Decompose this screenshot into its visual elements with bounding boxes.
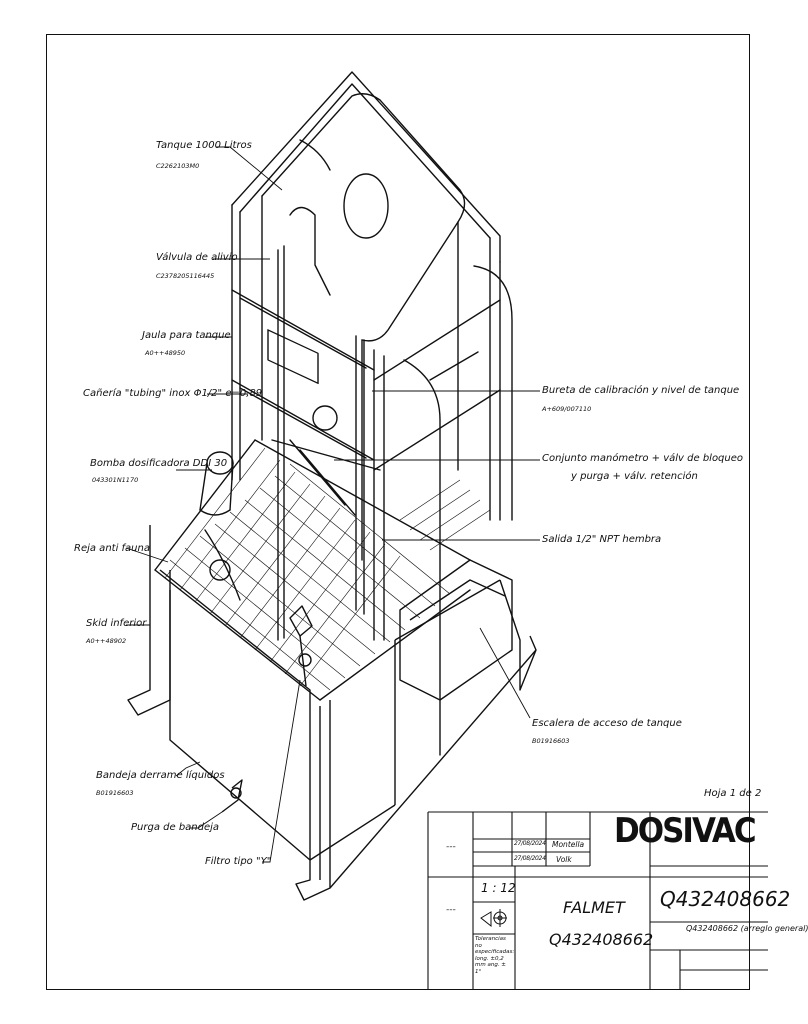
date-checked: 27/08/2024 <box>514 855 546 862</box>
callout-tanque-label: Tanque 1000 Litros <box>156 140 252 151</box>
callout-escalera-code: B01916603 <box>532 737 570 745</box>
callout-skid-code: A0++48902 <box>86 637 127 645</box>
client-name: FALMET <box>563 898 625 917</box>
callout-bandeja-label: Bandeja derrame líquidos <box>96 770 225 781</box>
callout-jaula-code: A0++48950 <box>145 349 186 357</box>
callout-tanque-code: C2262103M0 <box>156 162 200 170</box>
projection-symbol-icon <box>480 909 507 928</box>
callout-jaula-label: Jaula para tanque <box>142 330 231 341</box>
callout-filtro-label: Filtro tipo "Y" <box>205 856 272 867</box>
callout-purga-label: Purga de bandeja <box>131 822 220 833</box>
callout-bandeja-code: B01916603 <box>96 789 134 797</box>
drawn-by-name: Montella <box>552 840 585 849</box>
callout-valvula-code: C2378205116445 <box>156 272 215 280</box>
sheet-number: Hoja 1 de 2 <box>704 788 762 799</box>
callout-reja-label: Reja anti fauna <box>74 543 150 554</box>
callout-escalera-label: Escalera de acceso de tanque <box>532 718 682 729</box>
callout-valvula-label: Válvula de alivio <box>156 252 238 263</box>
drawing-title: Q432408662 (arreglo general) <box>686 924 808 933</box>
callout-bureta-label: Bureta de calibración y nivel de tanque <box>542 385 740 396</box>
date-drawn: 27/08/2024 <box>514 840 546 847</box>
drawing-number: Q432408662 <box>660 887 791 911</box>
callout-conjunto-label-line2: y purga + válv. retención <box>571 471 698 482</box>
project-number: Q432408662 <box>549 930 654 949</box>
callout-bureta-code: A+609/007110 <box>542 405 592 413</box>
scale-value: 1 : 12 <box>481 881 516 895</box>
callout-salida-label: Salida 1/2" NPT hembra <box>542 534 662 545</box>
callout-bomba-code: 043301N1170 <box>92 476 139 484</box>
equipment-isometric-drawing <box>125 71 768 990</box>
drawing-frame <box>46 34 750 990</box>
callout-conjunto-label: Conjunto manómetro + válv de bloqueo <box>542 453 744 464</box>
callout-skid-label: Skid inferior <box>86 618 147 629</box>
company-logo: DOSIVAC <box>614 812 757 851</box>
revision-dash-1: --- <box>446 842 456 852</box>
checked-by-name: Volk <box>556 855 572 864</box>
callout-caneria-label: Cañería "tubing" inox Φ1/2" e=0,89 <box>83 388 263 399</box>
revision-dash-2: --- <box>446 905 456 915</box>
tolerance-note: Tolerancias no especificadas: long. ±0,2… <box>475 936 515 975</box>
callout-bomba-label: Bomba dosificadora DDI 30 <box>90 458 228 469</box>
